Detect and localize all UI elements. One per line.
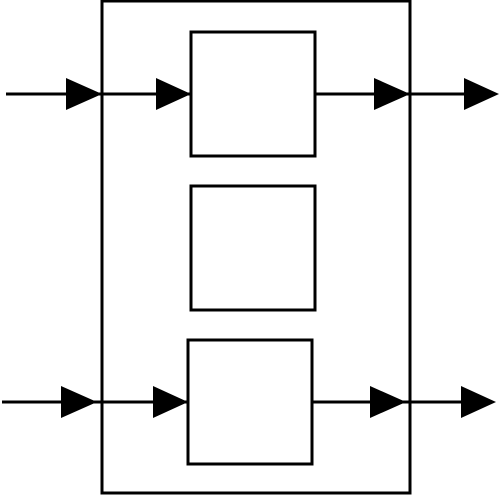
top-inner-block <box>189 30 317 158</box>
top-output-arrow-inner <box>374 78 410 110</box>
bottom-input-arrow-outer <box>61 386 97 418</box>
bottom-input-arrow-inner <box>153 386 188 418</box>
top-input-arrow-outer <box>66 78 102 110</box>
middle-inner-block <box>189 184 317 312</box>
outer-container-box <box>100 0 412 495</box>
bottom-output-arrow-inner <box>370 386 406 418</box>
bottom-inner-block <box>186 338 314 466</box>
top-output-arrow-outer <box>464 78 499 110</box>
top-input-arrow-inner <box>156 78 191 110</box>
bottom-output-arrow-outer <box>461 386 496 418</box>
